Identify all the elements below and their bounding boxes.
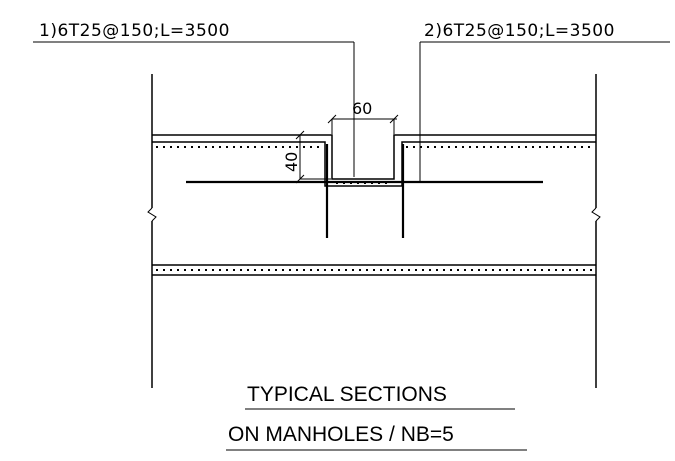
dimension-depth bbox=[295, 130, 331, 184]
bottom-slab-outline bbox=[152, 264, 596, 276]
bar-label-leaders bbox=[33, 41, 670, 182]
drawing-title-line2: ON MANHOLES / NB=5 bbox=[228, 423, 454, 446]
rebars bbox=[186, 144, 543, 238]
top-reinforcement bbox=[156, 146, 594, 184]
dimension-width-label: 60 bbox=[352, 99, 372, 118]
dimension-width bbox=[327, 114, 399, 134]
bar-label-left: 1)6T25@150;L=3500 bbox=[39, 21, 230, 41]
drawing-title-line1: TYPICAL SECTIONS bbox=[247, 383, 447, 406]
slab-side-edges bbox=[147, 74, 601, 388]
bar-label-right: 2)6T25@150;L=3500 bbox=[424, 21, 615, 41]
dimension-depth-label: 40 bbox=[282, 152, 301, 172]
top-slab-outline bbox=[152, 134, 596, 187]
